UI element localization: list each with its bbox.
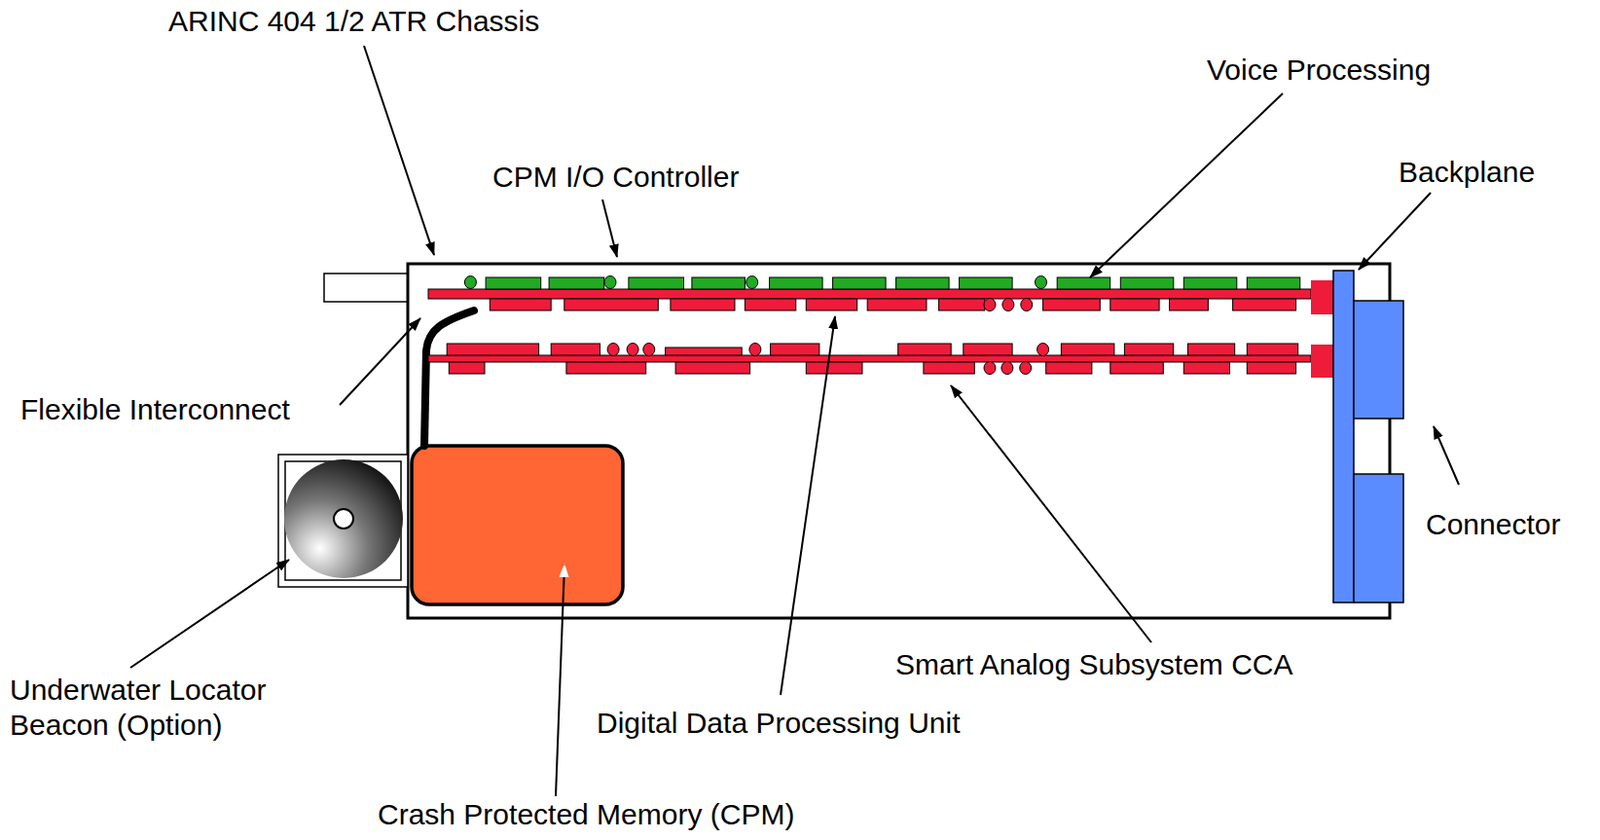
chip bbox=[691, 277, 746, 290]
leader-line bbox=[780, 316, 836, 695]
chip bbox=[744, 298, 796, 311]
leader-line bbox=[555, 564, 565, 797]
part-label: Underwater Locator Beacon (Option) bbox=[9, 672, 331, 743]
leader-line bbox=[950, 385, 1152, 643]
chip bbox=[959, 277, 1014, 290]
circuit-board bbox=[428, 355, 1311, 363]
chip bbox=[1046, 362, 1092, 374]
flex-cable bbox=[424, 310, 474, 446]
chip bbox=[446, 343, 539, 356]
board-connector bbox=[1310, 280, 1334, 315]
atr-chassis bbox=[407, 263, 1390, 619]
component bbox=[983, 298, 996, 312]
leader-line bbox=[1090, 93, 1283, 278]
connector bbox=[1353, 473, 1404, 603]
part-label: Digital Data Processing Unit bbox=[596, 705, 961, 741]
part-label: Backplane bbox=[1398, 154, 1535, 190]
component bbox=[1002, 298, 1015, 312]
chip bbox=[485, 277, 542, 290]
beacon-hole bbox=[333, 509, 354, 529]
chip bbox=[939, 298, 985, 311]
chip bbox=[896, 277, 950, 290]
chip bbox=[923, 362, 975, 374]
component bbox=[749, 343, 762, 357]
chip bbox=[833, 277, 887, 290]
chip bbox=[770, 343, 820, 356]
chip bbox=[665, 347, 743, 356]
circuit-board bbox=[428, 289, 1311, 299]
component bbox=[607, 343, 619, 357]
chip bbox=[628, 277, 685, 290]
component bbox=[643, 343, 655, 357]
component bbox=[983, 362, 996, 375]
component bbox=[1037, 343, 1050, 357]
chip bbox=[1043, 298, 1101, 311]
chip bbox=[1060, 343, 1115, 356]
leader-line bbox=[1433, 426, 1459, 485]
backplane bbox=[1333, 270, 1354, 603]
part-label: Flexible Interconnect bbox=[20, 392, 291, 428]
chip bbox=[1110, 298, 1160, 311]
leader-line bbox=[1358, 192, 1431, 270]
chip bbox=[1110, 362, 1164, 374]
locator-beacon bbox=[284, 459, 403, 579]
chip bbox=[675, 362, 751, 374]
chip bbox=[1120, 277, 1174, 290]
chip bbox=[1246, 362, 1296, 374]
component bbox=[604, 276, 617, 290]
part-label: ARINC 404 1/2 ATR Chassis bbox=[168, 3, 540, 39]
board-components bbox=[446, 276, 1301, 375]
part-label: Voice Processing bbox=[1206, 52, 1431, 88]
chip bbox=[448, 362, 485, 374]
chip bbox=[1233, 298, 1297, 311]
component bbox=[1019, 362, 1032, 375]
chip bbox=[566, 362, 647, 374]
chip bbox=[1188, 343, 1236, 356]
chip bbox=[1246, 277, 1301, 290]
part-label: CPM I/O Controller bbox=[492, 159, 739, 195]
chip bbox=[1246, 343, 1298, 356]
component bbox=[1001, 362, 1014, 375]
beacon-housing bbox=[278, 454, 408, 587]
leader-line bbox=[339, 318, 421, 405]
chip bbox=[1056, 277, 1111, 290]
chip bbox=[1124, 343, 1173, 356]
part-label: Smart Analog Subsystem CCA bbox=[895, 647, 1294, 683]
part-label: Connector bbox=[1425, 507, 1561, 543]
chip bbox=[769, 277, 824, 290]
chip bbox=[670, 298, 735, 311]
chip bbox=[548, 277, 605, 290]
chip bbox=[867, 298, 927, 311]
crash-protected-memory bbox=[411, 445, 623, 605]
leader-line bbox=[602, 199, 618, 257]
leader-line bbox=[130, 559, 290, 668]
chip bbox=[1183, 277, 1237, 290]
chassis-tab bbox=[324, 273, 408, 302]
component bbox=[746, 276, 759, 290]
chip bbox=[1169, 298, 1209, 311]
chip bbox=[805, 298, 857, 311]
part-label: Crash Protected Memory (CPM) bbox=[377, 797, 795, 833]
chip bbox=[898, 343, 952, 356]
chip bbox=[564, 298, 659, 311]
component bbox=[626, 343, 639, 357]
chip bbox=[963, 343, 1013, 356]
component bbox=[464, 276, 476, 290]
chip bbox=[489, 298, 551, 311]
leader-line bbox=[363, 45, 435, 255]
chip bbox=[805, 362, 863, 374]
component bbox=[1020, 298, 1033, 312]
component bbox=[1035, 276, 1048, 290]
chip bbox=[550, 343, 600, 356]
chip bbox=[1183, 362, 1230, 374]
connector bbox=[1353, 300, 1404, 419]
board-connector bbox=[1310, 344, 1334, 378]
